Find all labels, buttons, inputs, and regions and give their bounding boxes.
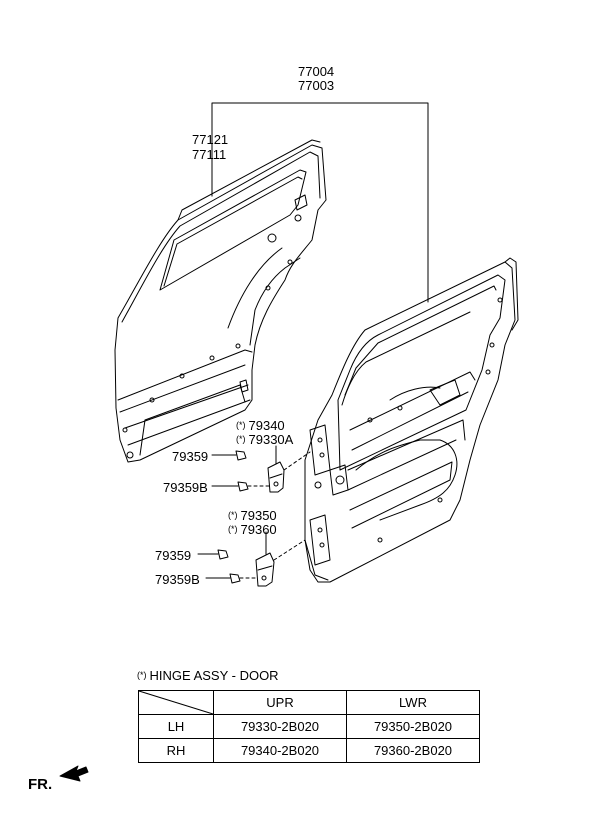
asterisk-marker: (*) [228, 510, 238, 520]
table-cell: 79350-2B020 [346, 714, 480, 739]
door-outer-panel [114, 139, 327, 463]
part-number-77003: 77003 [298, 78, 335, 93]
part-number-79330A: (*)79330A [236, 432, 294, 447]
column-header-lwr: LWR [346, 690, 480, 715]
asterisk-marker: (*) [236, 434, 246, 444]
table-cell: 79330-2B020 [213, 714, 347, 739]
column-header-upr: UPR [213, 690, 347, 715]
leader-77004-77003 [211, 102, 429, 303]
part-number-79359B-lower: 79359B [155, 572, 200, 587]
part-number-79359-upper: 79359 [172, 449, 209, 464]
table-cell: 79360-2B020 [346, 738, 480, 763]
part-number-77004: 77004 [298, 64, 335, 79]
table-row: RH 79340-2B020 79360-2B020 [138, 738, 480, 763]
part-number-79359-lower: 79359 [155, 548, 192, 563]
front-arrow-icon [59, 765, 89, 782]
table-header-row: UPR LWR [138, 690, 480, 715]
table-row: LH 79330-2B020 79350-2B020 [138, 714, 480, 739]
asterisk-marker: (*) [228, 524, 238, 534]
part-number-79340: (*)79340 [236, 418, 285, 433]
lower-hinge [197, 531, 306, 587]
part-number-77111: 77111 [192, 147, 227, 162]
row-header-lh: LH [138, 714, 214, 739]
part-number-79359B-upper: 79359B [163, 480, 208, 495]
part-number-79360: (*)79360 [228, 522, 277, 537]
legend-text: HINGE ASSY - DOOR [149, 668, 279, 683]
asterisk-marker: (*) [137, 670, 147, 680]
asterisk-marker: (*) [236, 420, 246, 430]
part-number-79350: (*)79350 [228, 508, 277, 523]
part-number-77121: 77121 [192, 132, 229, 147]
door-inner-panel [304, 257, 519, 583]
upper-hinge [211, 445, 311, 493]
row-header-rh: RH [138, 738, 214, 763]
hinge-legend: (*)HINGE ASSY - DOOR [137, 668, 279, 683]
front-direction-label: FR. [28, 776, 53, 793]
table-cell: 79340-2B020 [213, 738, 347, 763]
table-corner-cell [138, 690, 214, 715]
hinge-part-table: UPR LWR LH 79330-2B020 79350-2B020 RH 79… [138, 690, 480, 763]
